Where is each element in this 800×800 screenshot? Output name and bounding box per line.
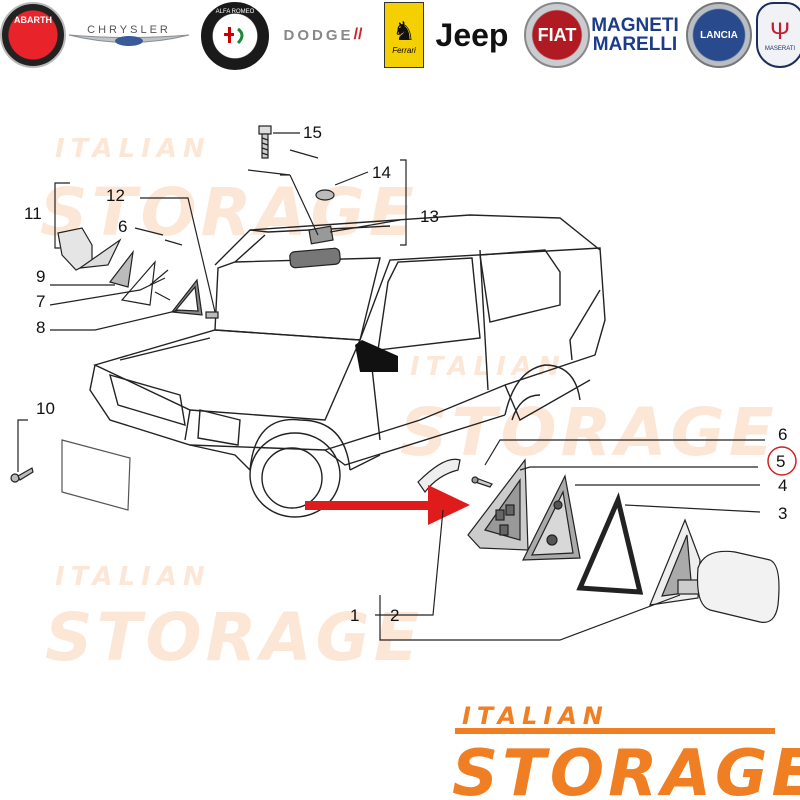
alfa-romeo-logo: ALFA ROMEO xyxy=(201,2,269,70)
maserati-trident-icon: Ψ xyxy=(769,18,791,45)
brand-logo-bar: ABARTH CHRYSLER ALFA ROMEO DODGE // ♞ Fe… xyxy=(0,0,800,72)
highlight-circle-5 xyxy=(767,446,797,476)
interior-mirror-assembly xyxy=(247,125,341,269)
callout-12: 12 xyxy=(106,186,125,205)
svg-text:ITALIAN: ITALIAN xyxy=(410,352,566,382)
brand-line2: STORAGE xyxy=(452,737,800,800)
fiat-logo: FIAT xyxy=(524,2,590,68)
callout-3: 3 xyxy=(778,504,787,523)
italian-storage-logo: ITALIAN STORAGE xyxy=(452,702,800,800)
callout-7: 7 xyxy=(36,292,45,311)
vent-window-parts-left xyxy=(57,227,219,319)
callout-14: 14 xyxy=(372,163,391,182)
magneti-label: MAGNETI xyxy=(591,15,679,36)
maserati-logo: Ψ MASERATI xyxy=(756,2,800,68)
callout-6-right: 6 xyxy=(778,425,787,444)
callout-1: 1 xyxy=(350,606,359,625)
svg-text:STORAGE: STORAGE xyxy=(45,599,423,676)
marelli-label: MARELLI xyxy=(592,34,678,55)
ferrari-logo: ♞ Ferrari xyxy=(384,2,424,68)
callout-4: 4 xyxy=(778,476,787,495)
chrysler-label: CHRYSLER xyxy=(87,24,171,36)
abarth-logo: ABARTH xyxy=(0,2,66,68)
svg-text:STORAGE: STORAGE xyxy=(40,174,418,251)
ferrari-horse-icon: ♞ xyxy=(392,15,416,46)
callout-2: 2 xyxy=(390,606,399,625)
callout-9: 9 xyxy=(36,267,45,286)
callout-5: 5 xyxy=(776,452,785,471)
callout-10: 10 xyxy=(36,399,55,418)
watermark-top-left: ITALIAN STORAGE xyxy=(40,134,418,251)
car-side-mirror xyxy=(355,340,398,372)
license-plate xyxy=(61,439,131,511)
leader-lines xyxy=(17,132,765,641)
ferrari-label: Ferrari xyxy=(392,45,416,55)
magneti-marelli-logo: MAGNETI MARELLI xyxy=(590,2,680,68)
svg-text:ITALIAN: ITALIAN xyxy=(55,134,211,164)
dodge-stripes-icon: // xyxy=(353,26,363,43)
callout-13: 13 xyxy=(420,207,439,226)
watermark-middle: ITALIAN STORAGE xyxy=(400,352,778,471)
callout-15: 15 xyxy=(303,123,322,142)
watermark-bottom-left: ITALIAN STORAGE xyxy=(45,562,423,676)
dodge-logo: DODGE // xyxy=(271,2,375,68)
chrysler-wings-icon xyxy=(68,34,190,46)
fiat-label: FIAT xyxy=(537,24,577,45)
brand-line1: ITALIAN xyxy=(462,702,609,730)
callout-11: 11 xyxy=(24,204,42,223)
red-arrow xyxy=(305,485,470,525)
abarth-label: ABARTH xyxy=(14,15,52,25)
dodge-label: DODGE xyxy=(283,26,354,44)
maserati-label: MASERATI xyxy=(764,46,796,52)
exploded-mirror-parts xyxy=(417,458,780,623)
chrysler-logo: CHRYSLER xyxy=(64,2,194,68)
jeep-label: Jeep xyxy=(435,16,509,53)
svg-text:ITALIAN: ITALIAN xyxy=(55,562,211,592)
car-body-drawing xyxy=(89,214,606,518)
callout-8: 8 xyxy=(36,318,45,337)
lancia-logo: LANCIA xyxy=(686,2,752,68)
svg-text:STORAGE: STORAGE xyxy=(400,394,778,471)
screw-10 xyxy=(10,467,34,483)
callout-6-left: 6 xyxy=(118,217,127,236)
alfa-cross-icon xyxy=(224,27,244,45)
jeep-logo: Jeep xyxy=(428,2,516,68)
lancia-label: LANCIA xyxy=(700,29,738,41)
alfa-romeo-label: ALFA ROMEO xyxy=(215,9,255,15)
